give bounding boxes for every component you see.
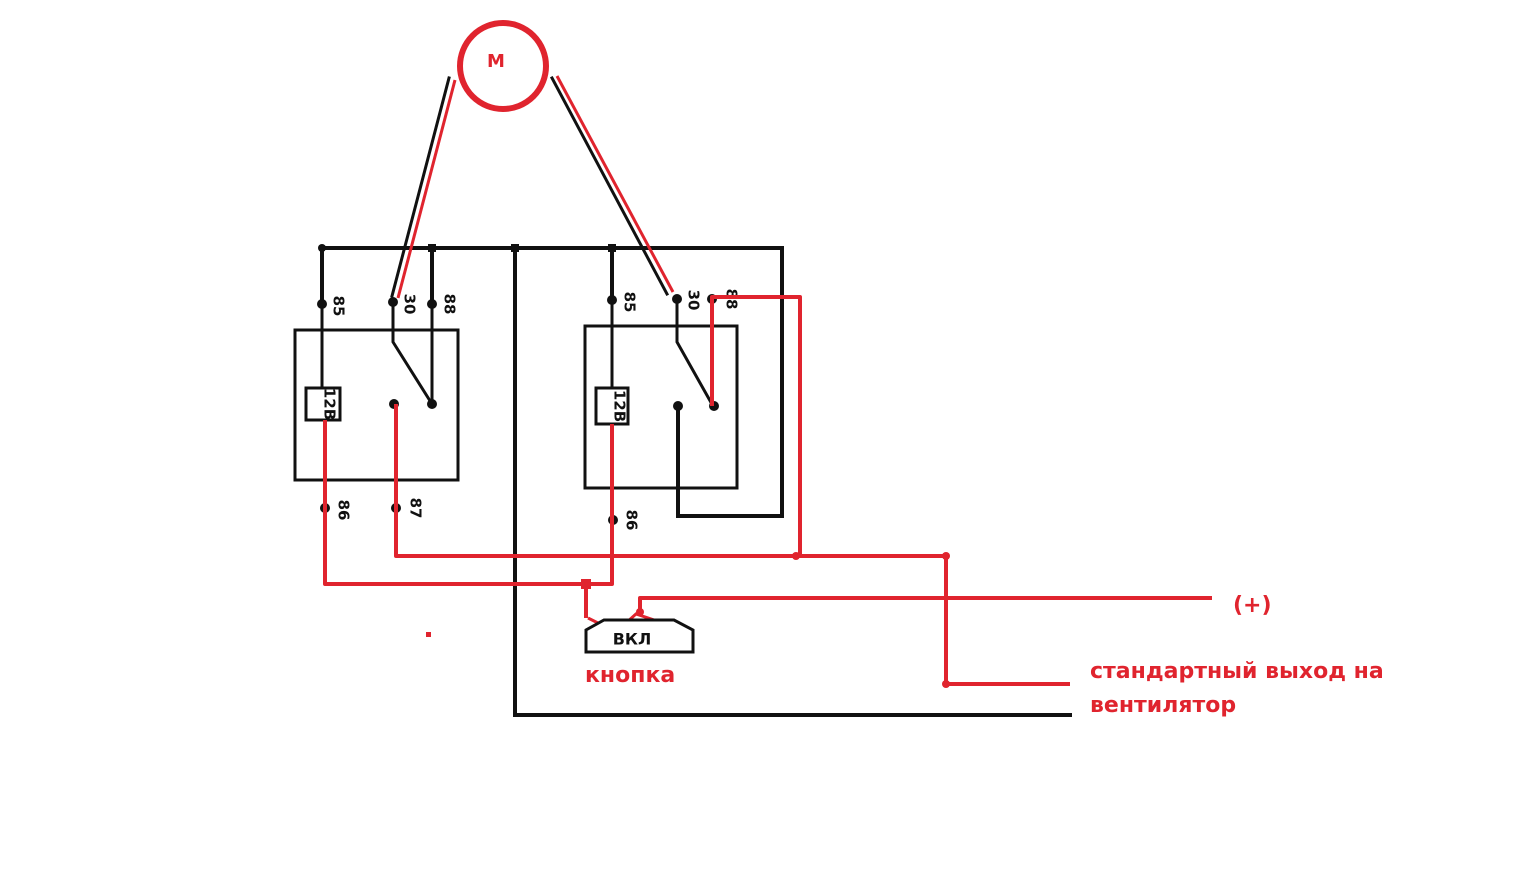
black-wires: [320, 75, 1072, 717]
motor-left-red-lead: [396, 79, 457, 299]
relay1-pin85-label: 85: [330, 296, 348, 317]
fan-output-label-line1: стандартный выход на: [1090, 659, 1384, 684]
relay1-coil-label: 12В: [321, 388, 339, 420]
junction-dot: [318, 244, 326, 252]
motor-right-red-lead: [555, 75, 675, 293]
bus-junctions: [318, 244, 616, 252]
relay-2: 12В 85 30 88 86: [583, 289, 741, 531]
relay2-coil-label: 12В: [611, 390, 629, 422]
push-button: ВКЛ: [584, 612, 695, 654]
motor-left-black-lead: [390, 76, 451, 298]
relay1-coil-to-button-wire: [323, 420, 588, 618]
motor-label: M: [487, 51, 505, 72]
relay1-pin-dot: [317, 299, 327, 309]
button-to-plus-wire: [638, 596, 1212, 614]
relay2-pin30-label: 30: [685, 290, 703, 311]
junction-dot: [792, 552, 800, 560]
junction-dot: [511, 244, 519, 252]
relay1-switch-arm: [391, 304, 434, 405]
relay2-pin86-label: 86: [623, 510, 641, 531]
relay2-pin88-wire: [710, 295, 802, 556]
relay1-pin-dot: [427, 299, 437, 309]
ground-wire: [513, 246, 1072, 717]
button-caption: кнопка: [585, 663, 675, 688]
relay1-pin-dot: [388, 297, 398, 307]
button-label: ВКЛ: [613, 630, 652, 649]
motor-symbol: [457, 20, 549, 112]
relay2-switch-arm: [675, 300, 715, 407]
junction-dot: [608, 244, 616, 252]
relay1-pin88-label: 88: [441, 294, 459, 315]
plus-label: (+): [1233, 593, 1272, 618]
junction-dot: [581, 579, 591, 589]
motor-right-black-lead: [549, 75, 670, 297]
relay2-pin-dot: [672, 294, 682, 304]
relay2-coil-to-button-wire: [586, 424, 614, 586]
relay2-contact: [673, 401, 683, 411]
relay1-pin87-wire: [394, 404, 1070, 686]
red-junctions: [426, 552, 950, 688]
relay2-coil: [594, 386, 630, 426]
relay1-pin87-label: 87: [407, 498, 425, 519]
stray-red-mark: [426, 632, 431, 637]
top-bus-wire: [320, 246, 784, 518]
relay1-body: [293, 328, 460, 482]
junction-dot: [942, 552, 950, 560]
relay2-body: [583, 324, 739, 490]
junction-dot: [428, 244, 436, 252]
fan-output-label-line2: вентилятор: [1090, 693, 1236, 718]
relay2-pin-dot: [607, 295, 617, 305]
button-body: [584, 618, 695, 654]
relay1-pin86-label: 86: [335, 500, 353, 521]
relay-1: 12В 85 30 88 86 87: [293, 294, 460, 521]
relay1-contact: [427, 399, 437, 409]
relay1-pin30-label: 30: [401, 294, 419, 315]
junction-dot: [942, 680, 950, 688]
relay2-pin85-label: 85: [621, 292, 639, 313]
motor: M: [457, 20, 549, 112]
